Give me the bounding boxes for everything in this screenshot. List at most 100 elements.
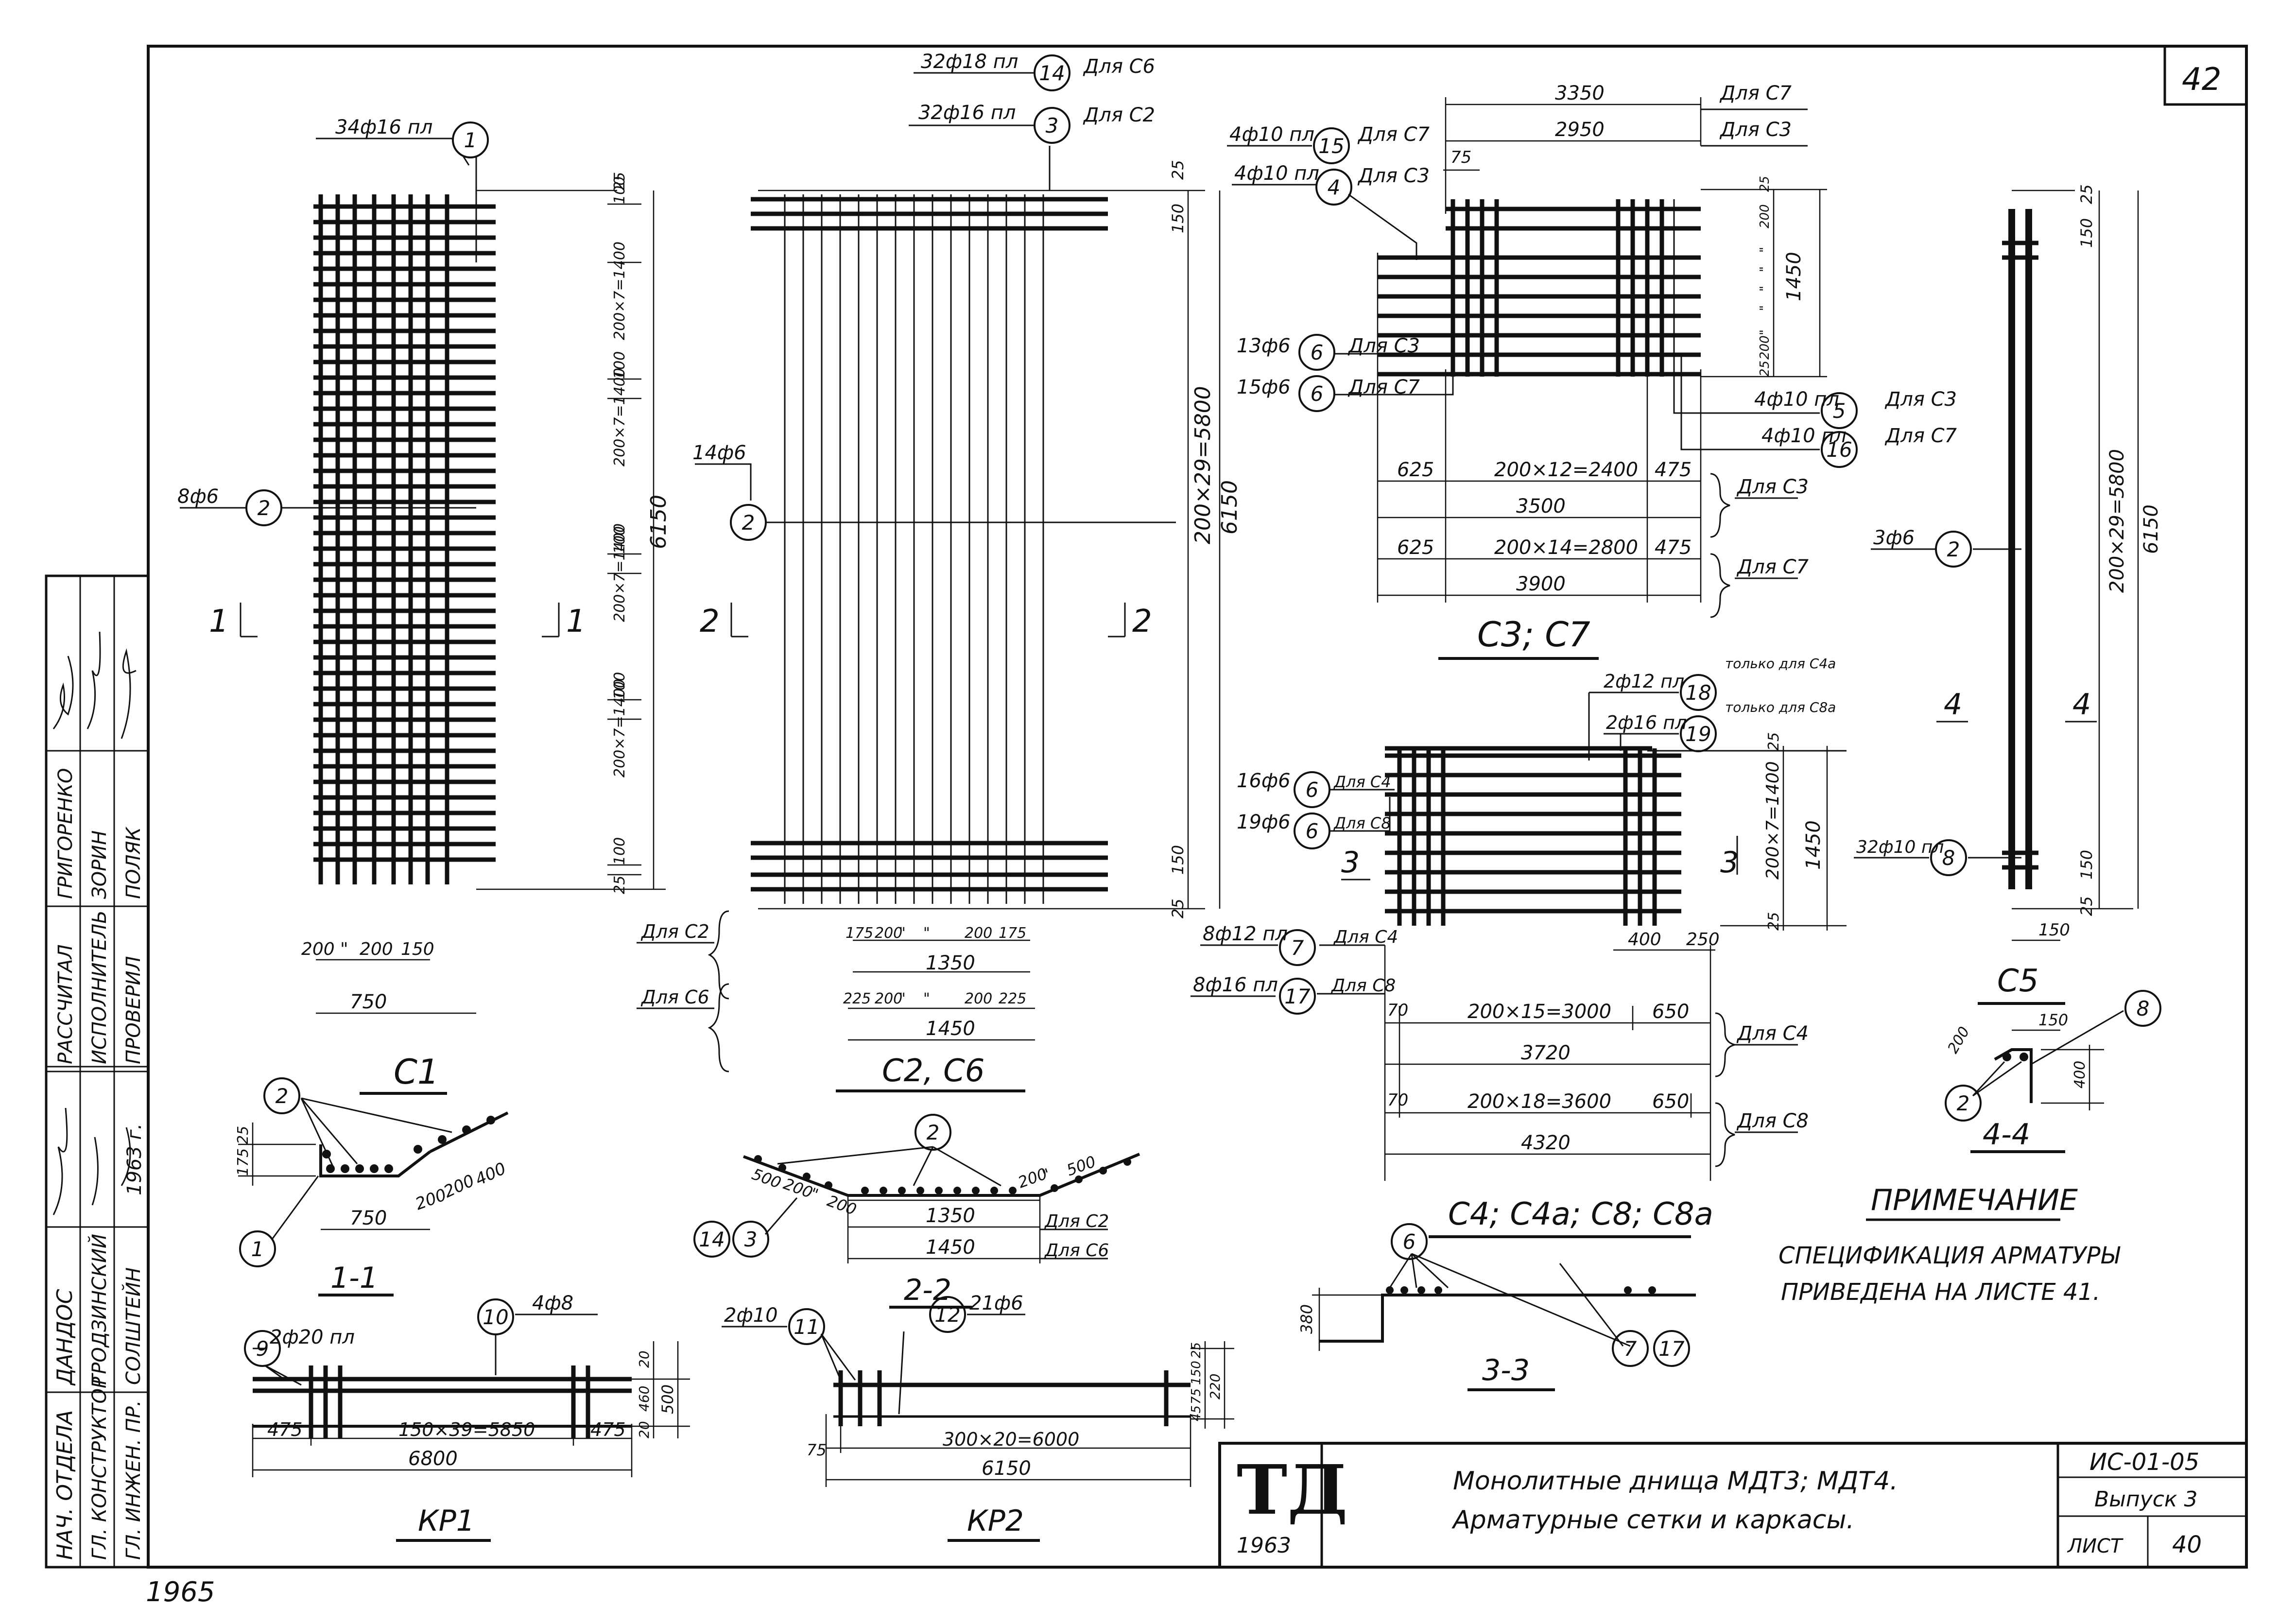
c2-rdim-mid: 200×29=5800	[1191, 386, 1215, 544]
note-title: ПРИМЕЧАНИЕ	[1871, 1183, 2078, 1217]
s22-dim-4: 1350	[926, 1205, 975, 1227]
c3-row-c3-1: 200×12=2400	[1494, 459, 1638, 481]
c4-m6a-label: 16ф6	[1237, 770, 1291, 792]
rebar-dot	[486, 1116, 495, 1124]
c4-row-c4-1: 200×15=3000	[1467, 1001, 1611, 1023]
page-number-box	[2163, 46, 2246, 106]
mark-circle: 6	[1298, 334, 1335, 371]
c2-m14-for: Для С6	[1083, 55, 1155, 78]
c3-right-dim: "	[1758, 305, 1772, 311]
c4-rdim-2: 25	[1765, 912, 1782, 931]
rebar-dot	[355, 1164, 364, 1173]
mark-circle: 2	[730, 504, 767, 541]
kr2-row: 300×20=6000	[943, 1429, 1079, 1450]
s11-dim-0: 25	[235, 1126, 252, 1144]
c4-m19-for: только для С8а	[1725, 699, 1836, 715]
mark-circle: 5	[1821, 392, 1858, 429]
c5-overall: 6150	[2140, 504, 2162, 554]
mark-circle: 8	[1930, 839, 1967, 876]
mark-circle-outline	[1279, 929, 1316, 966]
c3-m6b-label: 15ф6	[1237, 376, 1291, 398]
c2-sec-left: 2	[700, 604, 720, 639]
mark-number: 17	[1284, 985, 1311, 1008]
c3-total-c3: 3500	[1516, 495, 1566, 518]
c2-bottom-dim: 200	[965, 925, 992, 942]
rebar-dot	[803, 1173, 811, 1180]
s11-dim-5: 400	[472, 1158, 509, 1190]
mark-number: 18	[1685, 681, 1711, 705]
c5-sec-left: 4	[1944, 688, 1962, 722]
c2-bottom-dim: 200	[875, 925, 902, 942]
c1-right-dim: 200×7=1400	[611, 368, 628, 467]
c3-off75: 75	[1450, 148, 1471, 167]
c1-title: С1	[394, 1052, 439, 1092]
mesh-c5: 200×29=5800 25 150 150 25 6150 150 3ф6 3…	[1854, 184, 2162, 1005]
c3-m5-for: Для С3	[1884, 388, 1957, 411]
mark-circle: 15	[1313, 127, 1350, 164]
mark-circle: 2	[245, 489, 282, 526]
rebar-dot	[1434, 1286, 1442, 1294]
c3-row-c3-2: 475	[1655, 459, 1692, 481]
kr2-m12-label: 21ф6	[969, 1292, 1023, 1314]
mark-circle: 1	[452, 121, 489, 158]
c1-right-dim: 200×7=1400	[611, 523, 628, 622]
c1-right-dim: 200×7=1400	[611, 242, 628, 340]
c4-m18-label: 2ф12 пл	[1604, 671, 1684, 692]
mark-circle: 2	[915, 1114, 951, 1151]
c3-right-dim: 200	[1758, 204, 1772, 228]
c5-rdim-4: 25	[2077, 896, 2096, 916]
sheet-frame	[147, 45, 2248, 1569]
mark-number: 2	[927, 1121, 940, 1144]
c5-rdim-0: 25	[2077, 184, 2096, 204]
c4-row-c8-1: 200×18=3600	[1467, 1090, 1611, 1113]
kr1-right-3: 500	[658, 1384, 677, 1414]
mark-number: 14	[699, 1227, 725, 1251]
c3-top2: 2950	[1555, 119, 1605, 141]
s44-dim-1: 200	[1945, 1024, 1973, 1056]
note: ПРИМЕЧАНИЕ СПЕЦИФИКАЦИЯ АРМАТУРЫ ПРИВЕДЕ…	[1778, 1183, 2121, 1306]
mark-number: 7	[1624, 1337, 1637, 1361]
c6-bottom-dim: 225	[999, 990, 1026, 1007]
s33-title: 3-3	[1482, 1353, 1530, 1387]
kr2-m11-label: 2ф10	[724, 1304, 778, 1327]
mark-circle-outline	[1653, 1330, 1690, 1367]
mark-circle: 4	[1315, 169, 1352, 206]
signature	[52, 1107, 131, 1215]
c4-m6b-for: Для С8	[1333, 814, 1391, 832]
rebar-dot	[898, 1187, 906, 1194]
mark-number: 6	[1311, 341, 1324, 364]
c2-m14-label: 32ф18 пл	[921, 51, 1018, 73]
c3-m15-label: 4ф10 пл	[1229, 123, 1314, 146]
c4-m6a-for: Для С4	[1333, 773, 1391, 791]
logo: ТД	[1237, 1451, 1348, 1530]
logo-year: 1963	[1237, 1533, 1291, 1558]
rebar-dot	[438, 1135, 447, 1144]
c4-height: 1450	[1802, 820, 1825, 870]
c2-overall: 6150	[1217, 480, 1242, 535]
c4-m18-for: только для С4а	[1725, 656, 1836, 672]
c4-row-c4-0: 70	[1387, 1001, 1408, 1020]
c3-row-c7-1: 200×14=2800	[1494, 536, 1638, 559]
c3-row-c3-0: 625	[1397, 459, 1434, 481]
rebar-dot	[370, 1164, 379, 1173]
kr1-m10-label: 4ф8	[532, 1292, 573, 1314]
rebar-dot	[990, 1187, 998, 1194]
mesh-c1: 6150 25100200×7=1400100200×7=1400100200×…	[177, 116, 671, 1095]
c1-dim-b1: "	[340, 939, 348, 959]
mark-circle: 14	[1034, 54, 1070, 91]
rebar-dot	[972, 1187, 980, 1194]
c3-m15-for: Для С7	[1357, 123, 1430, 146]
rebar-dot	[1648, 1286, 1656, 1294]
mark-circle: 7	[1279, 929, 1316, 966]
c1-dim-b3: 150	[401, 939, 434, 959]
s44-title: 4-4	[1983, 1118, 2030, 1152]
c4-row-c8-0: 70	[1387, 1090, 1408, 1110]
c1-sec-right: 1	[566, 604, 586, 639]
c4-row-c4-2: 650	[1652, 1001, 1689, 1023]
series-code: ИС-01-05	[2089, 1449, 2199, 1476]
mark-number: 2	[258, 496, 271, 520]
c4-total-c4: 3720	[1521, 1042, 1571, 1064]
rebar-dot	[778, 1164, 786, 1172]
bottom-note: 1965	[146, 1576, 215, 1607]
sheet-title-2: Арматурные сетки и каркасы.	[1451, 1505, 1854, 1535]
